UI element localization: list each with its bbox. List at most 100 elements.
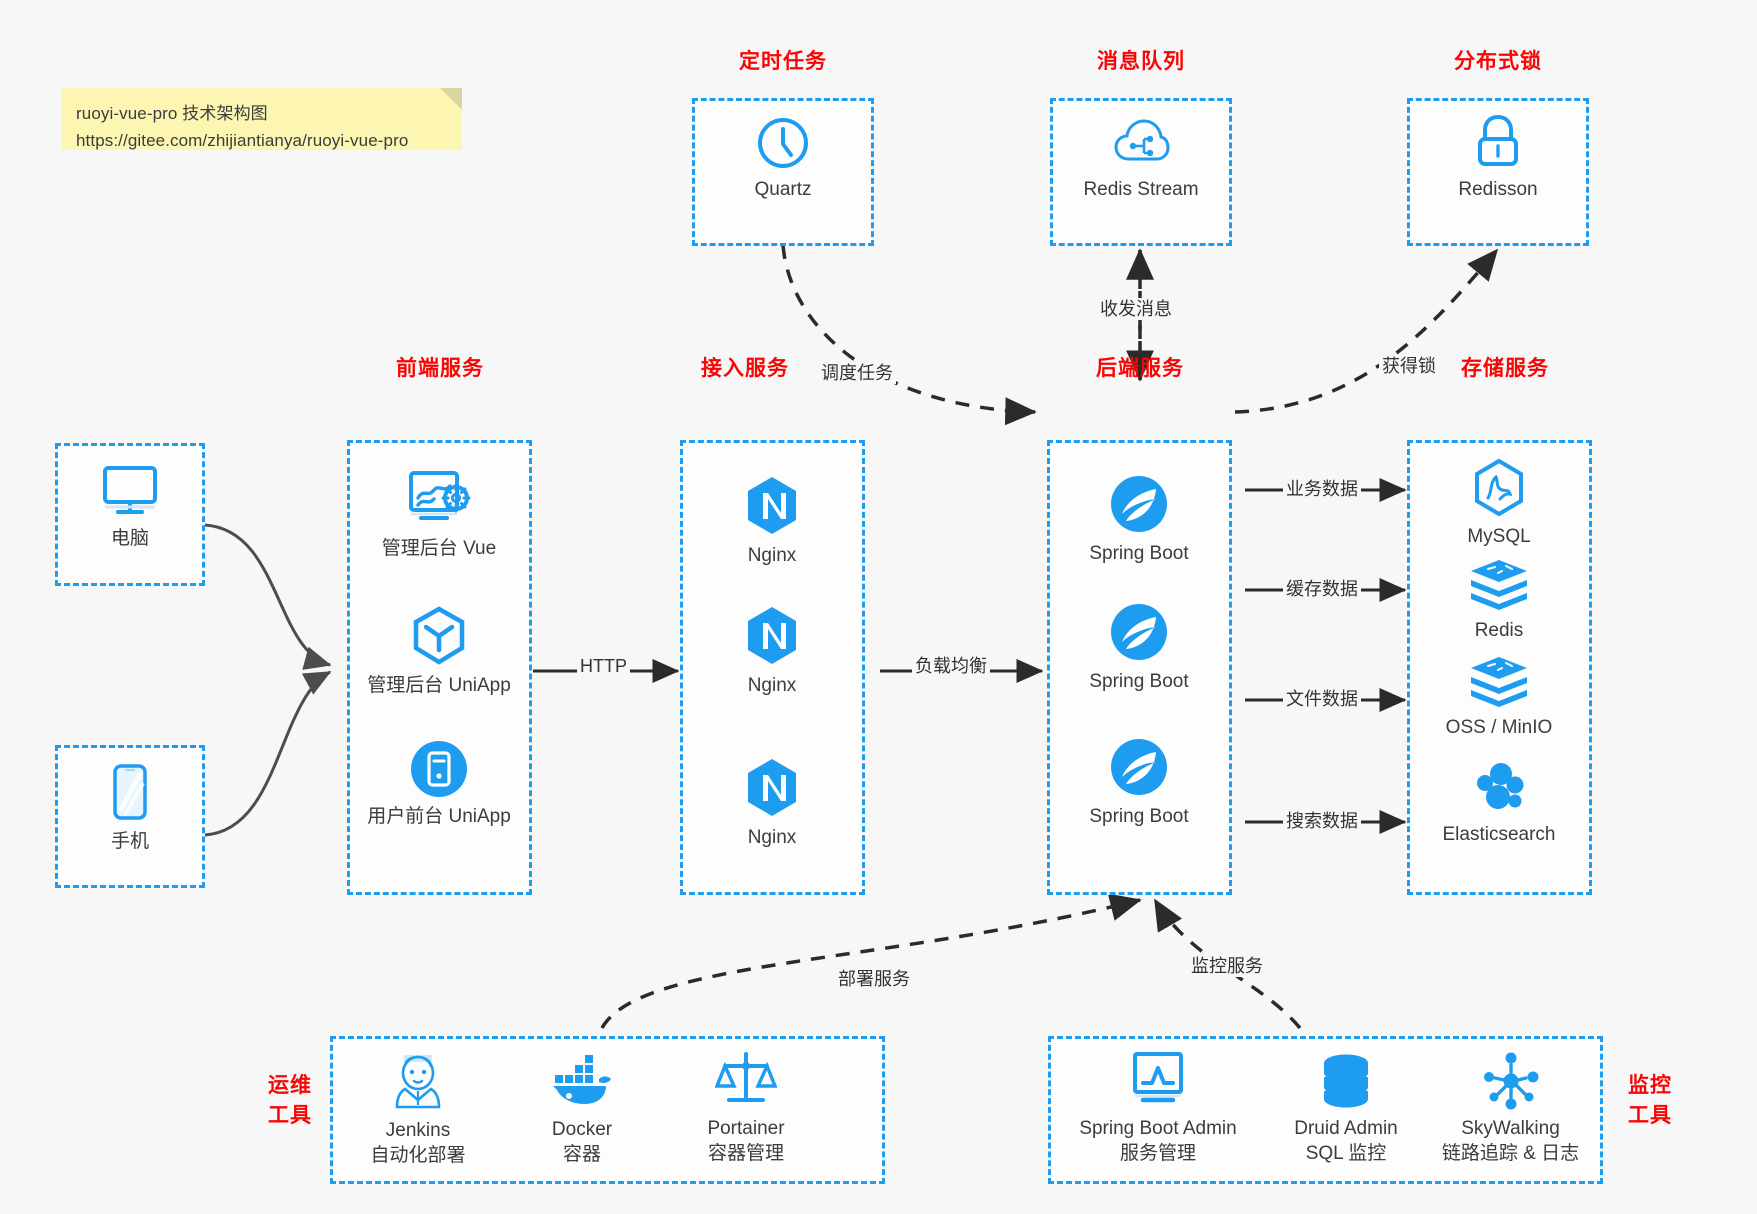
cloud-stream-icon [1114,119,1170,161]
node-label: Redisson [1458,179,1538,200]
monitor-chart-icon [1133,1052,1183,1103]
node-label: Spring Boot Admin [1079,1118,1237,1139]
jenkins-icon [395,1055,441,1109]
node-docker[interactable]: Docker 容器 [496,1055,668,1167]
node-nginx-3[interactable]: Nginx [697,757,847,850]
mysql-icon [1475,458,1523,517]
node-label: Quartz [754,179,812,200]
node-sublabel: 服务管理 [1119,1143,1196,1164]
edge-phone-to-frontend [204,670,332,837]
node-label: MySQL [1467,526,1531,547]
node-pc[interactable]: 电脑 [55,462,205,551]
group-label-backend: 后端服务 [1096,357,1184,380]
edge-label-monitor-service: 监控服务 [1188,955,1266,977]
node-label: 电脑 [110,528,149,549]
skywalking-network-icon [1483,1052,1538,1110]
desktop-icon [103,466,157,514]
node-label: Redis Stream [1083,179,1199,200]
diagram-note: ruoyi-vue-pro 技术架构图 https://gitee.com/zh… [62,88,462,150]
node-redis-stream[interactable]: Redis Stream [1066,115,1216,202]
node-redis[interactable]: Redis [1424,558,1574,643]
node-quartz[interactable]: Quartz [708,115,858,202]
lock-icon [1478,114,1518,166]
node-label: Nginx [747,675,797,696]
nginx-icon [748,607,796,664]
redis-stack-icon [1471,560,1527,610]
elasticsearch-icon [1477,763,1524,809]
edge-label-acquire-lock: 获得锁 [1379,355,1439,377]
group-label-devops-line1: 运维 [268,1074,312,1097]
clock-icon [758,118,808,168]
node-springboot-1[interactable]: Spring Boot [1064,473,1214,566]
edge-label-cache-data: 缓存数据 [1283,578,1361,600]
node-sublabel: 容器管理 [707,1143,784,1164]
node-admin-vue[interactable]: 管理后台 Vue [364,468,514,561]
nginx-icon [748,477,796,534]
group-label-storage: 存储服务 [1461,357,1549,380]
group-box-frontend [347,440,532,895]
node-label: SkyWalking [1461,1118,1560,1139]
node-sublabel: 链路追踪 & 日志 [1441,1143,1580,1164]
spring-boot-icon [1111,739,1167,795]
edge-label-business-data: 业务数据 [1283,478,1361,500]
node-mysql[interactable]: MySQL [1424,458,1574,549]
edge-quartz-to-backend [781,244,1037,426]
node-user-uniapp[interactable]: 用户前台 UniApp [364,740,514,829]
object-storage-icon [1471,657,1527,707]
edge-label-load-balance: 负载均衡 [912,655,990,677]
note-title: ruoyi-vue-pro 技术架构图 [76,104,268,123]
edge-label-schedule-task: 调度任务 [818,362,896,384]
app-device-icon [411,741,467,797]
edge-backend-to-lock [1234,248,1499,414]
node-label: Elasticsearch [1442,824,1556,845]
docker-icon [553,1055,611,1104]
node-label: 手机 [110,831,149,852]
group-label-devops: 运维 工具 [258,1071,322,1131]
scales-icon [715,1052,777,1102]
node-label: Nginx [747,827,797,848]
node-sublabel: SQL 监控 [1305,1143,1387,1164]
node-portainer[interactable]: Portainer 容器管理 [660,1050,832,1166]
node-nginx-1[interactable]: Nginx [697,475,847,568]
node-springboot-2[interactable]: Spring Boot [1064,601,1214,694]
database-icon [1324,1054,1368,1108]
group-label-monitor-line1: 监控 [1628,1074,1672,1097]
node-label: Redis [1474,620,1524,641]
node-label: Spring Boot [1089,671,1189,692]
spring-boot-icon [1111,476,1167,532]
node-druid-admin[interactable]: Druid Admin SQL 监控 [1260,1052,1432,1166]
node-skywalking[interactable]: SkyWalking 链路追踪 & 日志 [1418,1052,1603,1166]
edge-devops-to-backend [600,893,1142,1029]
node-label: Portainer [707,1118,785,1139]
uniapp-cube-icon [413,606,465,665]
node-springboot-3[interactable]: Spring Boot [1064,736,1214,829]
spring-boot-icon [1111,604,1167,660]
group-label-devops-line2: 工具 [268,1104,312,1127]
node-elasticsearch[interactable]: Elasticsearch [1424,760,1574,847]
group-label-monitor-line2: 工具 [1628,1104,1672,1127]
group-label-lock: 分布式锁 [1454,50,1542,73]
group-box-lock [1407,98,1589,246]
node-label: Spring Boot [1089,543,1189,564]
node-label: Spring Boot [1089,806,1189,827]
node-label: 管理后台 Vue [381,538,497,559]
node-phone[interactable]: 手机 [55,763,205,854]
dashboard-vue-icon [409,471,471,520]
group-label-monitor: 监控 工具 [1618,1071,1682,1131]
node-nginx-2[interactable]: Nginx [697,605,847,698]
group-box-scheduled [692,98,874,246]
node-oss-minio[interactable]: OSS / MinIO [1424,655,1574,740]
edge-pc-to-frontend [204,523,332,670]
mobile-icon [113,764,147,820]
note-fold-corner [440,88,462,110]
node-label: Jenkins [385,1120,451,1141]
group-label-gateway: 接入服务 [701,357,789,380]
node-admin-uniapp[interactable]: 管理后台 UniApp [364,605,514,698]
node-spring-boot-admin[interactable]: Spring Boot Admin 服务管理 [1060,1050,1256,1166]
node-jenkins[interactable]: Jenkins 自动化部署 [332,1050,504,1168]
node-label: 用户前台 UniApp [367,806,511,827]
node-sublabel: 容器 [562,1144,601,1165]
node-sublabel: 自动化部署 [370,1145,466,1166]
group-label-mq: 消息队列 [1097,50,1185,73]
node-redisson[interactable]: Redisson [1423,113,1573,202]
